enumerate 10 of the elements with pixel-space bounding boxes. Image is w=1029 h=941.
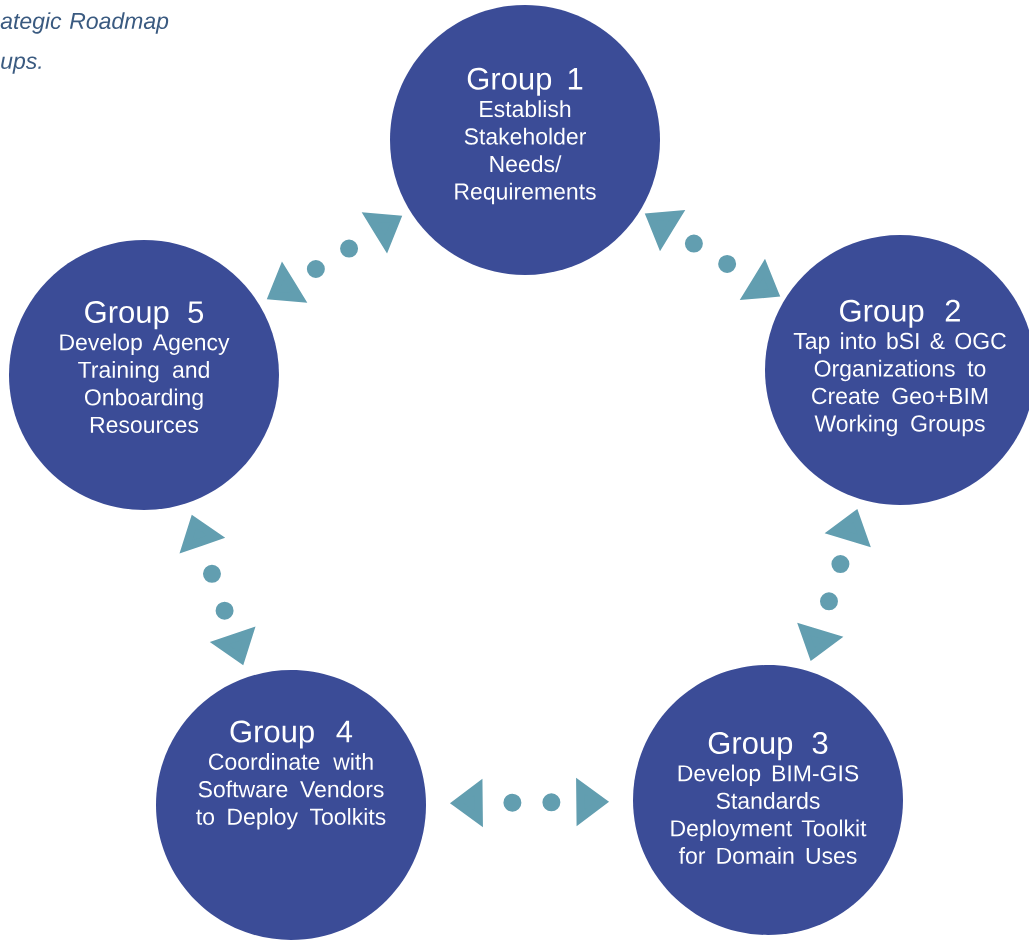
group-circle <box>633 665 903 935</box>
group-circle <box>156 670 426 940</box>
group-label: Group 2 Tap into bSI & OGC Organizations to Create Geo+BIM Working Groups <box>793 299 1006 437</box>
group-label: Group 1 Establish Stakeholder Needs/ Requirements <box>455 67 596 205</box>
group-label: Group 5 Develop Agency Training and Onboarding Resources <box>60 301 230 433</box>
group-label: Group 4 Coordinate with Software Vendors to Deploy Toolkits <box>196 720 386 830</box>
group-circle <box>390 5 660 275</box>
group-circle <box>9 240 279 510</box>
group-label: Group 3 Develop BIM-GIS Standards Deployment Toolkit for Domain Uses <box>671 732 867 864</box>
caption: ategic Roadmap ups. <box>0 12 169 74</box>
